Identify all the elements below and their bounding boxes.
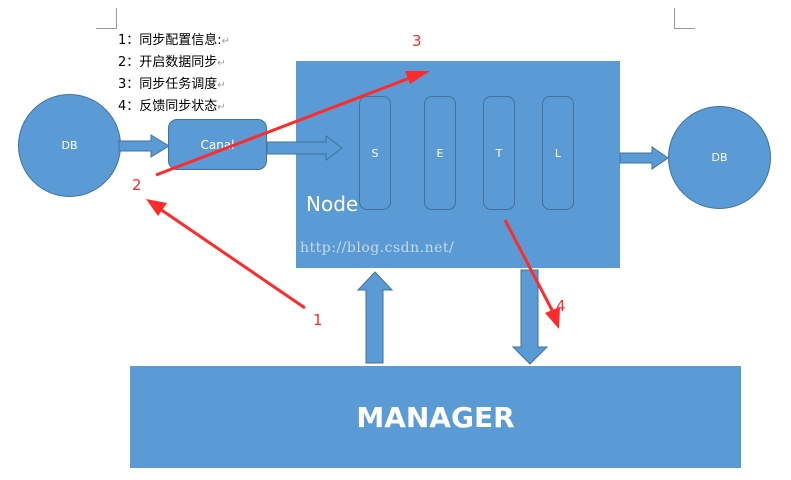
stage-select: S	[359, 96, 391, 210]
annotation-number-3: 3	[412, 32, 422, 50]
node-label: Node	[306, 192, 359, 216]
page-corner-mark-right	[674, 8, 695, 29]
db-source-node: DB	[18, 94, 121, 197]
page-corner-mark-left	[96, 8, 117, 29]
arrow-canal-to-node	[266, 135, 343, 161]
arrow-db-to-canal	[118, 134, 170, 158]
db-target-label: DB	[711, 151, 728, 164]
annotation-number-1: 1	[313, 311, 323, 329]
arrow-node-to-manager	[511, 269, 549, 365]
db-target-node: DB	[668, 106, 771, 209]
arrow-manager-to-node	[356, 271, 394, 364]
legend-item: 1：同步配置信息:↵	[118, 33, 231, 48]
annotation-arrow-3	[155, 74, 416, 177]
stage-extract: E	[424, 96, 456, 210]
db-source-label: DB	[61, 139, 78, 152]
manager-label: MANAGER	[356, 400, 515, 434]
watermark-text: http://blog.csdn.net/	[300, 240, 455, 256]
legend: 1：同步配置信息:↵ 2：开启数据同步↵ 3：同步任务调度↵ 4：反馈同步状态↵	[118, 30, 230, 118]
annotation-number-2: 2	[132, 176, 142, 194]
annotation-arrow-4	[503, 219, 555, 313]
stage-load: L	[542, 96, 574, 210]
legend-item: 2：开启数据同步↵	[118, 55, 226, 70]
annotation-number-4: 4	[556, 297, 566, 315]
arrow-node-to-db	[619, 146, 669, 170]
canal-node: Canal	[168, 119, 267, 170]
stage-transform: T	[483, 96, 515, 210]
legend-item: 4：反馈同步状态↵	[118, 99, 226, 114]
legend-item: 3：同步任务调度↵	[118, 77, 226, 92]
annotation-arrow-1	[159, 207, 306, 310]
manager-box: MANAGER	[130, 366, 741, 468]
